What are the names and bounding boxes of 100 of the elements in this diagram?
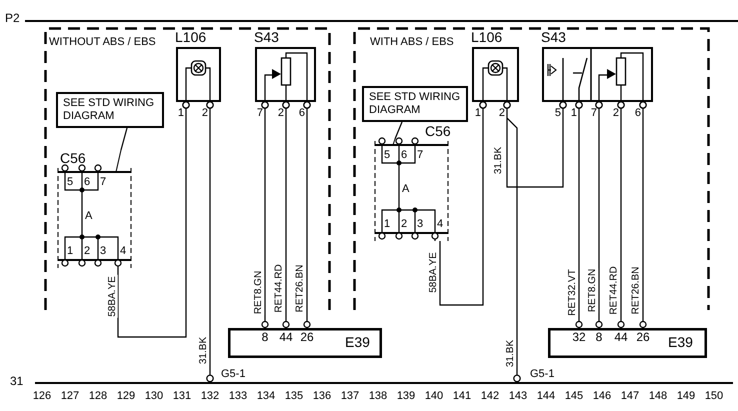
wire xyxy=(620,118,622,320)
pin-number: 32 xyxy=(571,331,587,344)
pin-number: 3 xyxy=(417,218,424,230)
wire xyxy=(285,118,287,320)
wire-label: RET26.BN xyxy=(294,263,306,313)
grid-number: 144 xyxy=(536,390,556,402)
grid-number: 130 xyxy=(144,390,164,402)
wire xyxy=(117,118,187,338)
grid-number: 150 xyxy=(704,390,724,402)
leader-line xyxy=(394,122,403,140)
splice-label: G5-1 xyxy=(221,368,246,380)
grid-number: 129 xyxy=(116,390,136,402)
pin-number: 7 xyxy=(417,149,424,162)
component-label: S43 xyxy=(541,30,566,46)
pin-number: 44 xyxy=(613,331,629,344)
bus-label: 31 xyxy=(10,375,24,388)
frame-title: WITH ABS / EBS xyxy=(370,36,454,48)
pin-number: 3 xyxy=(100,245,106,258)
pin-number: 7 xyxy=(256,107,263,120)
component-label: S43 xyxy=(254,30,279,46)
grid-number: 138 xyxy=(368,390,388,402)
note-text: SEE STD WIRING DIAGRAM xyxy=(368,90,462,118)
splice-label: G5-1 xyxy=(530,368,554,380)
pin-number: 2 xyxy=(200,107,208,120)
component-label: L106 xyxy=(175,30,206,46)
grid-number: 143 xyxy=(508,390,528,402)
wire-label: 58BA.YE xyxy=(427,250,438,294)
grid-number: 147 xyxy=(620,390,640,402)
wire xyxy=(578,118,580,320)
pin-number: 1 xyxy=(384,218,390,230)
pin-number: 6 xyxy=(298,107,305,120)
pin-number: 2 xyxy=(498,107,505,120)
grid-number: 127 xyxy=(60,390,80,402)
pin-number: 6 xyxy=(401,149,408,162)
wire-label: 31.BK xyxy=(492,145,504,175)
wire xyxy=(506,118,564,188)
grid-number: 126 xyxy=(32,390,52,402)
pin-number: 26 xyxy=(299,331,315,344)
wire xyxy=(642,118,644,320)
grid-number: 149 xyxy=(676,390,696,402)
wire-label: 31.BK xyxy=(504,338,516,368)
pin-number: 2 xyxy=(276,107,284,120)
component-label: L106 xyxy=(471,30,502,46)
grid-number: 146 xyxy=(592,390,612,402)
wire xyxy=(506,118,521,382)
note-box xyxy=(362,86,468,122)
junction-label: A xyxy=(402,183,410,196)
pin-number: 6 xyxy=(634,107,641,120)
wire-label: RET32.VT xyxy=(566,268,578,316)
leader-line xyxy=(120,128,128,150)
pin-number: 1 xyxy=(176,107,184,120)
grid-number: 140 xyxy=(424,390,444,402)
pin-number: 5 xyxy=(384,149,390,162)
pin-number: 5 xyxy=(67,176,74,188)
grid-number: 136 xyxy=(312,390,332,402)
component-label: E39 xyxy=(345,335,370,350)
pin-number: 1 xyxy=(570,107,577,120)
grid-number: 128 xyxy=(88,390,108,402)
component-label: E39 xyxy=(668,335,693,350)
grid-number: 131 xyxy=(172,390,192,402)
wire xyxy=(439,118,484,306)
frame-title: WITHOUT ABS / EBS xyxy=(49,36,156,48)
grid-number: 142 xyxy=(480,390,500,402)
grid-number: 145 xyxy=(564,390,584,402)
pin-number: 2 xyxy=(401,218,408,230)
pin-number: 44 xyxy=(278,331,294,344)
wire xyxy=(264,118,266,320)
pin-number: 2 xyxy=(612,107,619,120)
bus-label: P2 xyxy=(5,12,20,26)
wire-label: RET8.GN xyxy=(586,267,598,313)
pin-number: 1 xyxy=(67,245,74,258)
grid-number: 135 xyxy=(284,390,304,402)
grid-number: 133 xyxy=(228,390,248,402)
wire-label: 31.BK xyxy=(198,335,209,365)
component-label: C56 xyxy=(425,124,451,140)
pin-number: 2 xyxy=(84,245,90,258)
pin-number: 7 xyxy=(590,107,597,120)
pin-number: 8 xyxy=(260,331,270,344)
pin-number: 4 xyxy=(437,218,444,230)
component-label: C56 xyxy=(60,151,86,166)
grid-number: 139 xyxy=(396,390,416,402)
wire-label: RET8.GN xyxy=(252,269,264,315)
grid-number: 137 xyxy=(340,390,360,402)
wire xyxy=(306,118,308,320)
pin-number: 26 xyxy=(635,331,651,344)
junction-label: A xyxy=(85,210,92,222)
wire-label: RET26.BN xyxy=(630,265,642,315)
wire-label: 58BA.YE xyxy=(106,274,118,318)
grid-number: 148 xyxy=(648,390,668,402)
pin-number: 1 xyxy=(474,107,481,120)
wire xyxy=(206,118,214,382)
wire xyxy=(598,118,600,320)
note-text: SEE STD WIRING DIAGRAM xyxy=(62,96,156,124)
pin-number: 8 xyxy=(594,331,604,344)
pin-number: 6 xyxy=(84,176,90,188)
grid-number: 134 xyxy=(256,390,276,402)
grid-number: 141 xyxy=(452,390,472,402)
pin-number: 4 xyxy=(120,245,126,258)
grid-number: 132 xyxy=(200,390,220,402)
pin-number: 5 xyxy=(554,107,561,120)
